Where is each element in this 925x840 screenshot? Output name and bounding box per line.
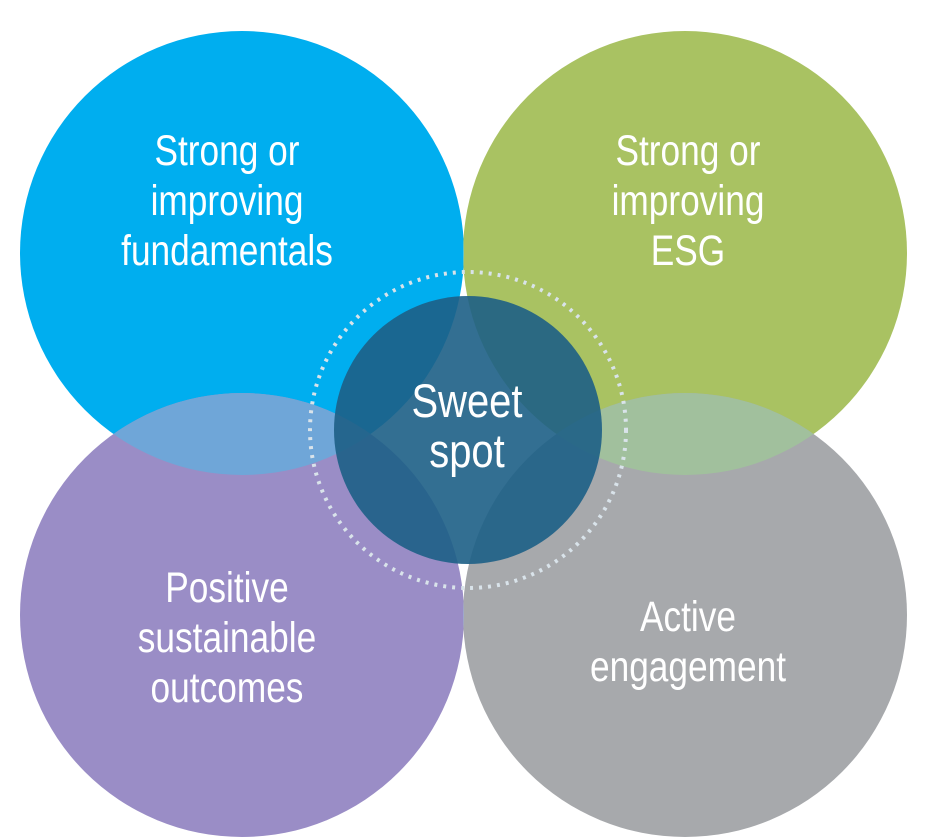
circle-outcomes [20, 393, 464, 837]
sweet-spot-circle [334, 296, 602, 564]
sweet-spot-ring [308, 270, 628, 590]
